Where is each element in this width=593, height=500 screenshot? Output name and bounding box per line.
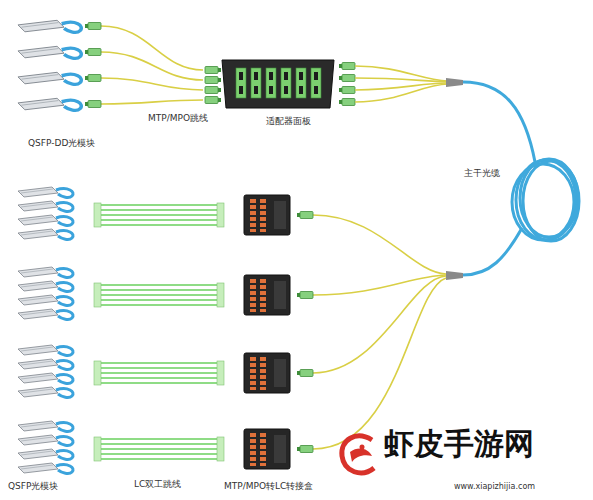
qsfp-module <box>18 187 73 197</box>
mpo-connector <box>85 49 101 56</box>
mpo-connector <box>205 87 221 94</box>
qsfp-module <box>18 281 73 291</box>
adapter-slots <box>239 72 318 94</box>
panel-body <box>222 60 334 108</box>
qsfp-module <box>18 345 73 355</box>
cassette <box>244 429 290 469</box>
qsfp-module <box>18 215 73 225</box>
part-label: MTP/MPO跳线 <box>146 113 210 124</box>
qsfp-dd-module <box>18 98 81 110</box>
jumper-fiber <box>101 100 203 104</box>
qsfp-module <box>18 449 73 459</box>
qsfp-dd-module <box>18 20 81 32</box>
panel-adapters <box>236 68 321 98</box>
mpo-connector <box>339 63 355 70</box>
part-label: MTP/MPO转LC转接盒 <box>222 481 315 492</box>
trunk-fanout-bottom <box>297 212 463 453</box>
part-label: LC双工跳线 <box>132 479 183 490</box>
mpo-connector <box>297 446 313 453</box>
jumper-fiber <box>101 26 203 70</box>
trunk-fanout-top <box>339 63 463 106</box>
mpo-connector <box>297 292 313 299</box>
qsfp-module <box>18 229 73 239</box>
jumper-fiber <box>101 78 203 90</box>
breakout <box>446 78 463 87</box>
mpo-connector <box>205 97 221 104</box>
qsfp-modules <box>18 187 73 473</box>
jumper-fiber <box>101 52 203 80</box>
mpo-connector <box>85 75 101 82</box>
mtp-jumpers <box>101 26 203 104</box>
lc-jumper-bundle <box>94 437 224 461</box>
qsfp-dd-module <box>18 72 81 84</box>
watermark-logo <box>342 436 374 473</box>
qsfp-module <box>18 309 73 319</box>
cassette <box>244 195 290 235</box>
qsfp-dd-module <box>18 46 81 58</box>
mpo-connector <box>205 77 221 84</box>
mpo-connector <box>205 67 221 74</box>
mpo-connector <box>85 23 101 30</box>
lc-jumper-bundle <box>94 361 224 385</box>
cassette <box>244 275 290 315</box>
cassette <box>244 353 290 393</box>
qsfp-dd-modules <box>18 20 81 110</box>
watermark-url: www.xiapizhijia.com <box>452 482 537 492</box>
mpo-connector <box>85 101 101 108</box>
mpo-connectors <box>85 23 221 108</box>
qsfp-module <box>18 421 73 431</box>
cassettes <box>244 195 290 469</box>
qsfp-module <box>18 373 73 383</box>
mpo-connector <box>297 370 313 377</box>
mpo-connector <box>297 212 313 219</box>
trunk-cable <box>463 82 579 275</box>
part-label: 适配器面板 <box>264 116 313 127</box>
part-label: QSFP-DD光模块 <box>26 138 97 149</box>
lc-jumper-bundle <box>94 283 224 307</box>
mpo-connector <box>339 75 355 82</box>
mpo-connector <box>339 87 355 94</box>
qsfp-module <box>18 295 73 305</box>
qsfp-module <box>18 435 73 445</box>
part-label: 主干光缆 <box>462 168 502 179</box>
qsfp-module <box>18 359 73 369</box>
lc-jumper-bundle <box>94 203 224 227</box>
qsfp-module <box>18 267 73 277</box>
lc-jumpers <box>94 203 224 461</box>
part-label: QSFP光模块 <box>6 481 60 492</box>
watermark-text: 虾皮手游网 <box>382 426 536 462</box>
mpo-connector <box>339 99 355 106</box>
qsfp-module <box>18 201 73 211</box>
adapter-panel <box>222 60 334 108</box>
qsfp-module <box>18 463 73 473</box>
breakout <box>446 271 463 280</box>
qsfp-module <box>18 387 73 397</box>
